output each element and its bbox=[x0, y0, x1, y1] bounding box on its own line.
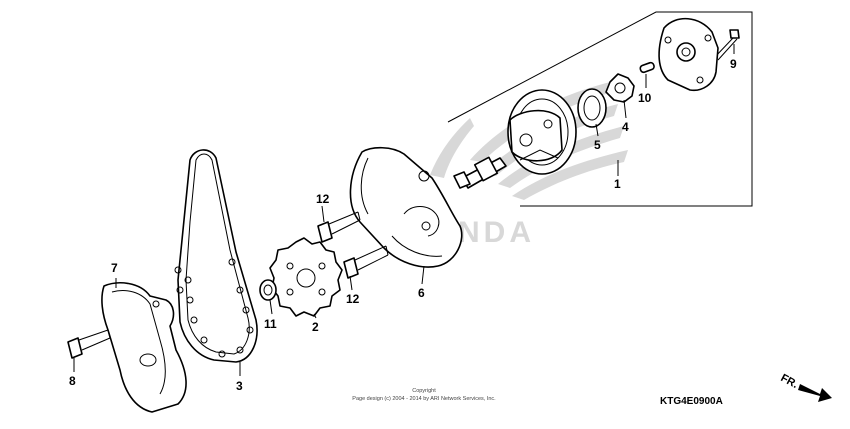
diagram-code: KTG4E0900A bbox=[660, 396, 723, 407]
pump-shaft[interactable] bbox=[453, 156, 507, 189]
drive-chain-3[interactable] bbox=[174, 149, 258, 363]
callout-12-lower: 12 bbox=[346, 292, 360, 306]
callout-1: 1 bbox=[614, 177, 621, 191]
callout-10: 10 bbox=[638, 91, 652, 105]
copyright-title: Copyright bbox=[412, 388, 436, 394]
outer-rotor-5[interactable] bbox=[577, 88, 607, 128]
callout-12-upper: 12 bbox=[316, 192, 330, 206]
callout-11: 11 bbox=[264, 317, 277, 331]
callout-8: 8 bbox=[69, 374, 76, 388]
callout-3: 3 bbox=[236, 379, 243, 393]
chain-links bbox=[174, 258, 254, 358]
bolt-8[interactable] bbox=[67, 329, 111, 359]
callout-9: 9 bbox=[730, 57, 737, 71]
inner-rotor-4[interactable] bbox=[605, 73, 635, 103]
copyright-notice: Page design (c) 2004 - 2014 by ARI Netwo… bbox=[352, 396, 496, 402]
shield-plate-6[interactable] bbox=[349, 146, 463, 268]
front-direction-indicator: FR. bbox=[779, 372, 832, 402]
callout-5: 5 bbox=[594, 138, 601, 152]
pump-cover[interactable] bbox=[658, 17, 719, 92]
front-arrow-icon bbox=[798, 384, 832, 402]
collar-11[interactable] bbox=[259, 279, 277, 301]
callout-4: 4 bbox=[622, 120, 629, 134]
callout-6: 6 bbox=[418, 286, 425, 300]
sprocket-2[interactable] bbox=[269, 237, 343, 317]
chain-guide-7[interactable] bbox=[101, 282, 187, 413]
pump-body[interactable] bbox=[507, 89, 577, 175]
dowel-pin-10[interactable] bbox=[639, 61, 655, 74]
bolt-12-upper[interactable] bbox=[317, 211, 361, 243]
callout-7: 7 bbox=[111, 261, 118, 275]
callout-2: 2 bbox=[312, 320, 319, 334]
leader-lines bbox=[73, 44, 735, 376]
bolt-12-lower[interactable] bbox=[343, 245, 389, 279]
front-direction-label: FR. bbox=[779, 372, 800, 391]
assembly-frame bbox=[447, 11, 753, 207]
